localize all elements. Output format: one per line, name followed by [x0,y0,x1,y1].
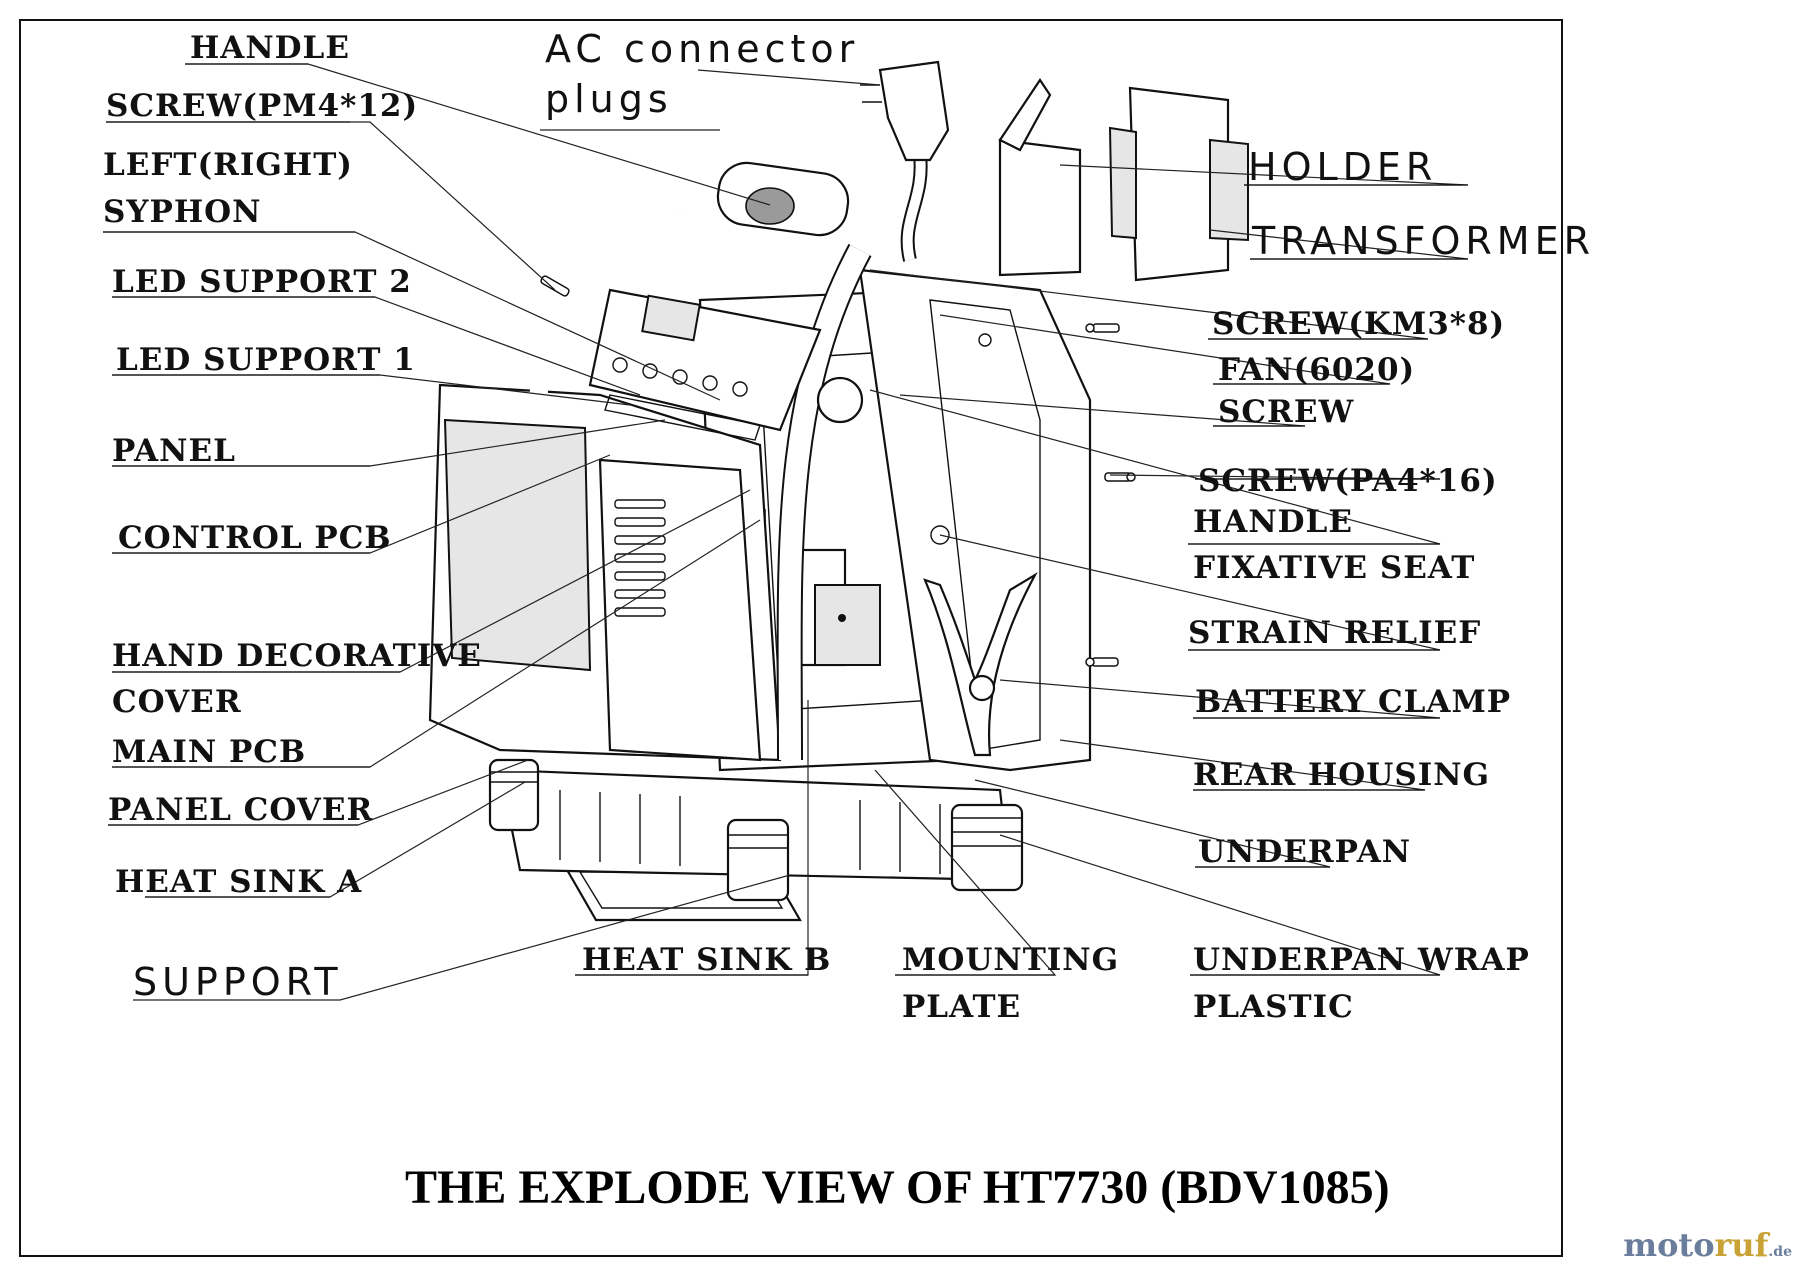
transformer-core-right [1209,138,1249,242]
rear-housing-hole-2 [930,525,950,545]
foot-mid [726,818,790,902]
display-window [641,294,701,342]
label-underpan: UNDERPAN [1198,834,1411,870]
hand-decorative-cover-part [598,458,762,762]
label-transformer: TRANSFORMER [1251,219,1595,263]
label-heat-sink-b: HEAT SINK B [582,942,831,978]
label-fan: FAN(6020) [1218,352,1415,388]
label-screw-pa4: SCREW(PA4*16) [1198,463,1498,499]
label-panel-cover: PANEL COVER [108,792,373,828]
label-rear-housing: REAR HOUSING [1193,757,1490,793]
heat-sink-screw [838,614,846,622]
exploded-assembly [428,60,1249,922]
foot-right [950,803,1024,892]
label-battery-clamp: BATTERY CLAMP [1195,684,1511,720]
watermark-logo: motoruf.de [1623,1226,1792,1264]
battery-clamp-pivot [968,674,996,702]
label-screw-pm4: SCREW(PM4*12) [106,88,418,124]
label-plugs: plugs [545,77,673,121]
label-heat-sink-a: HEAT SINK A [115,864,362,900]
watermark-brand-b: ruf [1714,1226,1769,1264]
label-hand-decorative: HAND DECORATIVE [112,638,482,674]
label-panel: PANEL [112,433,236,469]
label-fixative-seat: FIXATIVE SEAT [1193,550,1475,586]
underpan-ribs [559,790,941,874]
label-handle-top: HANDLE [190,30,350,66]
label-underpan-wrap: UNDERPAN WRAP [1193,942,1530,978]
label-main-pcb: MAIN PCB [112,734,306,770]
diagram-frame [19,19,1563,1257]
handle-fixative-seat [816,376,864,424]
label-control-pcb: CONTROL PCB [118,520,392,556]
label-handle-right: HANDLE [1193,504,1353,540]
syphon-right-inner [778,244,870,761]
label-led-support-1: LED SUPPORT 1 [116,342,416,378]
led-support-part [604,394,761,441]
watermark-brand-a: moto [1623,1226,1715,1264]
label-plate: PLATE [902,989,1021,1025]
ac-plug-part [878,60,950,162]
labels-left: HANDLE SCREW(PM4*12) LEFT(RIGHT) SYPHON … [103,30,1119,1025]
label-syphon: SYPHON [103,194,261,230]
labels-top: AC connector plugs [545,27,859,121]
rear-housing-hole-1 [978,333,992,347]
label-cover: COVER [112,684,242,720]
label-screw-km3: SCREW(KM3*8) [1212,306,1505,342]
screws [540,275,1136,667]
handle-top-grip [745,187,795,225]
watermark-tld: .de [1768,1244,1792,1260]
label-mounting: MOUNTING [902,942,1119,978]
label-holder: HOLDER [1248,145,1437,189]
ac-cable-inner [902,154,926,262]
label-strain-relief: STRAIN RELIEF [1188,615,1481,651]
label-support: SUPPORT [133,960,343,1004]
heat-sink-a-block [814,584,881,666]
label-left-right: LEFT(RIGHT) [103,147,353,183]
panel-cover-window [443,418,592,672]
holder-tab [998,78,1052,152]
label-underlines [103,63,1468,976]
label-plastic: PLASTIC [1193,989,1354,1025]
label-led-support-2: LED SUPPORT 2 [112,264,412,300]
syphon-left-inner [529,206,683,422]
labels-right: HOLDER TRANSFORMER SCREW(KM3*8) FAN(6020… [1188,145,1595,1025]
cover-vents [614,499,666,617]
battery-clamp-part [923,571,1038,757]
label-ac-connector: AC connector [545,27,859,71]
transformer-core-left [1108,126,1137,240]
diagram-title: THE EXPLODE VIEW OF HT7730 (BDV1085) [405,1161,1390,1214]
foot-left [488,758,540,832]
holder-part [998,138,1082,277]
foot-rings [490,771,1022,849]
label-screw: SCREW [1218,394,1354,430]
